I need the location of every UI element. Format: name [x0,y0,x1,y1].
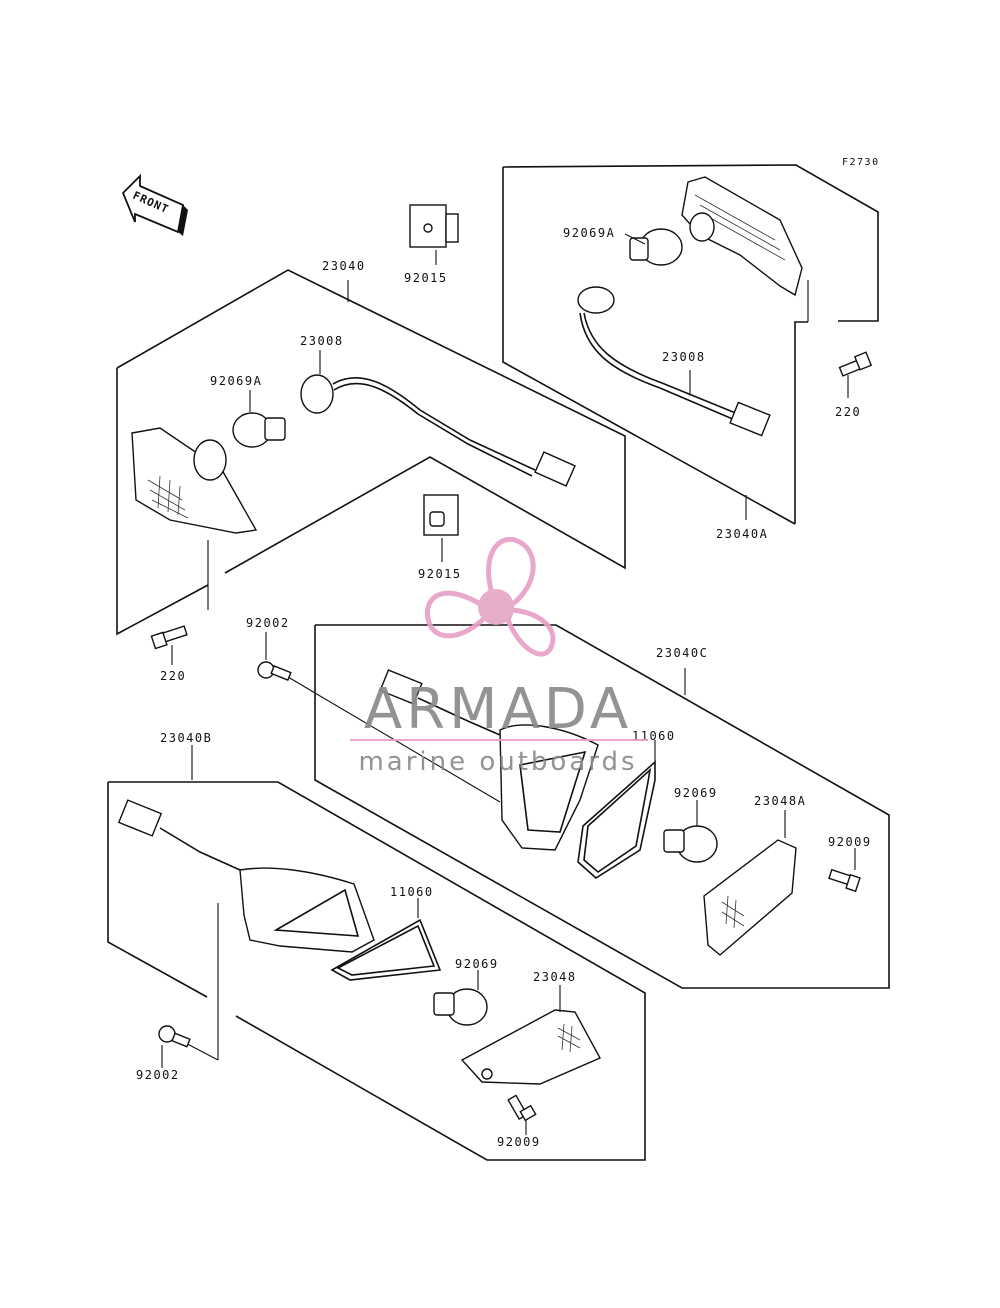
part-label-92002-top: 92002 [246,616,290,630]
assembly-box-23040c [257,624,890,989]
part-label-23040: 23040 [322,259,366,273]
bolt-icon [150,625,188,650]
watermark-tagline: marine outboards [358,747,637,777]
part-label-23040c: 23040C [656,646,708,660]
clip-icon [423,494,459,536]
socket-wire-harness [300,374,576,487]
signal-lens [703,839,797,956]
socket-wire-harness [577,286,771,437]
part-label-92009-right: 92009 [828,835,872,849]
part-label-92015-mid: 92015 [418,567,462,581]
part-label-23008-right: 23008 [662,350,706,364]
propeller-logo-icon [424,536,556,657]
screw-icon [507,1094,537,1122]
bulb-icon [629,228,683,266]
part-label-23048: 23048 [533,970,577,984]
part-label-220-left: 220 [160,669,186,683]
part-label-23048a: 23048A [754,794,806,808]
part-label-92069-left: 92069 [455,957,499,971]
part-label-92069a-left: 92069A [210,374,262,388]
bulb-icon [232,412,286,448]
part-label-92009-bottom: 92009 [497,1135,541,1149]
part-label-92002-bottom: 92002 [136,1068,180,1082]
front-lamp-lens [131,427,258,534]
part-label-23040b: 23040B [160,731,212,745]
watermark-brand: ARMADA [364,677,632,742]
part-label-23008-left: 23008 [300,334,344,348]
bulb-icon [433,988,488,1026]
gasket-icon [577,760,656,879]
part-label-92015-top: 92015 [404,271,448,285]
part-label-23040a: 23040A [716,527,768,541]
assembly-box-23040a [502,164,879,525]
assembly-box-23040 [116,269,626,665]
part-label-11060-left: 11060 [390,885,434,899]
screw-icon [828,868,861,893]
armada-watermark: ARMADA marine outboards [350,536,648,777]
part-label-92069a-right: 92069A [563,226,615,240]
clip-icon [409,204,459,265]
bolt-icon [257,661,292,681]
signal-lens [460,1009,601,1085]
figure-code: F2730 [842,157,880,168]
bolt-icon [158,1025,191,1048]
assembly-box-23040b [107,745,646,1161]
part-label-92069-right: 92069 [674,786,718,800]
turn-signal-housing [117,799,375,953]
gasket-icon [330,918,442,981]
turn-signal-housing [379,669,599,851]
rear-lamp-housing [681,176,803,297]
bolt-icon [838,351,873,377]
part-label-220-right: 220 [835,405,861,419]
bulb-icon [663,825,718,863]
front-arrow-icon: FRONT [121,173,188,236]
